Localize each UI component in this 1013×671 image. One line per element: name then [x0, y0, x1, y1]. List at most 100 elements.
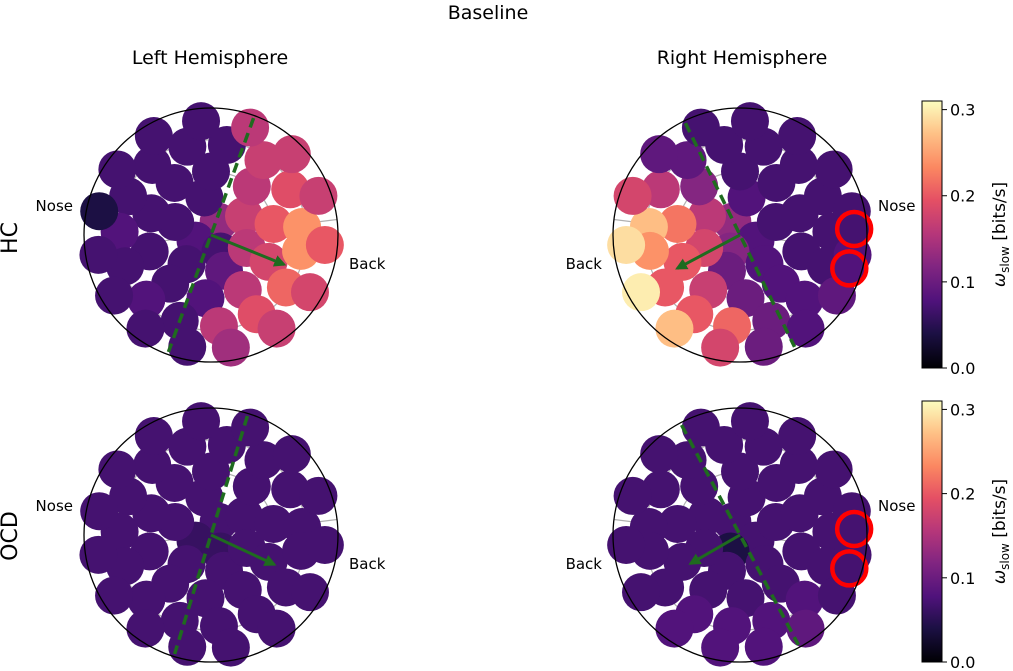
channel-dot	[701, 328, 740, 367]
figure-title: Baseline	[448, 2, 529, 24]
colorbar-scale	[921, 100, 943, 369]
channel-dot	[668, 441, 707, 480]
channel-dot	[254, 504, 293, 543]
dashed-axis-line	[172, 415, 250, 655]
channel-dot	[98, 150, 137, 189]
channel-dot	[80, 492, 119, 531]
channel-dot	[305, 225, 344, 264]
channel-dot	[272, 435, 311, 474]
channel-dot	[127, 280, 166, 319]
col-title-left: Left Hemisphere	[132, 47, 288, 69]
colorbar-label: ωslow [bits/s]	[990, 182, 1012, 287]
channel-dot	[98, 450, 137, 489]
channel-dot	[658, 504, 697, 543]
channel-dot	[211, 328, 250, 367]
dashed-axis-line	[680, 424, 800, 646]
polar-border	[83, 107, 339, 363]
channel-dot	[658, 204, 697, 243]
channel-dot	[168, 327, 207, 366]
channel-dot	[779, 445, 818, 484]
colorbar-tick-label: 0.2	[950, 187, 975, 206]
channel-dot	[744, 627, 783, 666]
polar-border	[612, 407, 868, 663]
highlighted-channel	[834, 509, 874, 549]
dashed-axis-line	[683, 122, 797, 348]
channel-dot	[688, 196, 727, 235]
channel-dot	[126, 609, 165, 648]
channel-dot	[779, 145, 818, 184]
channel-dot	[244, 441, 283, 480]
channel-dot	[80, 192, 119, 231]
channel-dot	[786, 609, 825, 648]
col-title-right: Right Hemisphere	[657, 47, 828, 69]
nose-label: Nose	[36, 197, 73, 215]
highlighted-channel	[830, 249, 869, 288]
polar-border	[83, 407, 339, 663]
channel-dot	[272, 135, 311, 174]
channel-dot	[224, 196, 263, 235]
channel-dot	[244, 141, 283, 180]
channel-dot	[224, 496, 263, 535]
channel-dot	[785, 280, 824, 319]
highlighted-channel	[830, 549, 869, 588]
channel-dot	[133, 145, 172, 184]
channel-dot	[254, 204, 293, 243]
channel-dot	[95, 576, 134, 615]
row-label-hc: HC	[0, 222, 23, 254]
channel-dot	[607, 225, 646, 264]
row-label-ocd: OCD	[0, 511, 23, 561]
gradient-arrow	[210, 233, 287, 267]
channel-dot	[640, 435, 679, 474]
channel-dot	[730, 102, 769, 141]
channel-dot	[182, 402, 221, 441]
channel-dot	[126, 309, 165, 348]
gradient-arrow	[210, 533, 277, 566]
channel-dot	[640, 135, 679, 174]
channel-dot	[290, 273, 329, 312]
channel-dot	[305, 525, 344, 564]
channel-dot	[182, 102, 221, 141]
channel-dot	[814, 150, 853, 189]
channel-dot	[622, 573, 661, 612]
channel-dot	[290, 573, 329, 612]
highlighted-channel	[834, 209, 874, 249]
nose-label: Nose	[878, 197, 915, 215]
channel-dot	[655, 309, 694, 348]
gradient-arrow	[675, 233, 741, 270]
colorbar-tick-label: 0.0	[950, 653, 975, 671]
channel-dot	[655, 609, 694, 648]
channel-dot	[134, 117, 173, 156]
channel-dot	[744, 327, 783, 366]
polar-border	[612, 107, 868, 363]
channel-dot	[211, 628, 250, 667]
channel-dot	[95, 276, 134, 315]
channel-dot	[134, 417, 173, 456]
nose-label: Nose	[36, 497, 73, 515]
colorbar-tick-label: 0.3	[950, 400, 975, 419]
channel-dot	[79, 535, 118, 574]
channel-dot	[701, 628, 740, 667]
channel-dot	[257, 609, 296, 648]
gradient-arrow	[688, 533, 741, 565]
colorbar-label: ωslow [bits/s]	[990, 479, 1012, 584]
back-label: Back	[566, 255, 603, 273]
channel-dot	[730, 402, 769, 441]
channel-dot	[778, 417, 817, 456]
back-label: Back	[349, 255, 386, 273]
channel-dot	[127, 580, 166, 619]
dashed-axis-line	[166, 117, 256, 353]
channel-dot	[607, 525, 646, 564]
channel-dot	[668, 141, 707, 180]
channel-dot	[785, 580, 824, 619]
colorbar-tick-label: 0.3	[950, 101, 975, 120]
colorbar-tick-label: 0.1	[950, 569, 975, 588]
nose-label: Nose	[878, 497, 915, 515]
back-label: Back	[566, 555, 603, 573]
